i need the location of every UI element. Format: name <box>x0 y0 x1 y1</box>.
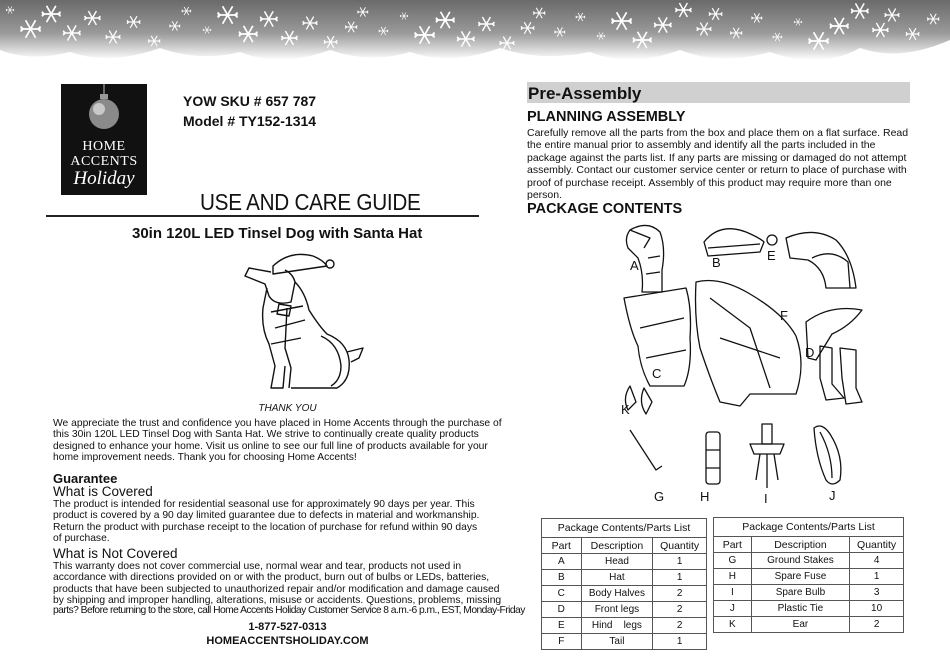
part-label-k: K <box>621 402 630 417</box>
cell-quantity: 2 <box>652 617 707 634</box>
col-header-description: Description <box>750 536 851 553</box>
cell-description: Ear <box>750 616 851 633</box>
title-divider <box>46 215 479 217</box>
cell-quantity: 3 <box>849 584 904 601</box>
cell-description: Head <box>580 553 654 570</box>
cell-description: Body Halves <box>580 585 654 602</box>
covered-heading: What is Covered <box>53 484 153 499</box>
product-title: 30in 120L LED Tinsel Dog with Santa Hat <box>132 225 423 242</box>
cell-part: K <box>713 616 752 633</box>
cell-description: Spare Fuse <box>750 568 851 585</box>
cell-quantity: 2 <box>652 585 707 602</box>
logo-line-1: HOME <box>82 139 126 154</box>
col-header-quantity: Quantity <box>652 537 707 554</box>
model-number: Model # TY152-1314 <box>183 113 317 129</box>
sku-number: YOW SKU # 657 787 <box>183 93 317 109</box>
table-caption: Package Contents/Parts List <box>541 518 707 538</box>
not-covered-heading: What is Not Covered <box>53 546 178 561</box>
thank-you-heading: THANK YOU <box>258 403 317 414</box>
parts-table-right: Package Contents/Parts List Part Descrip… <box>713 517 904 633</box>
table-caption: Package Contents/Parts List <box>713 517 904 537</box>
cell-description: Spare Bulb <box>750 584 851 601</box>
not-covered-paragraph: This warranty does not cover commercial … <box>53 561 502 607</box>
part-label-h: H <box>700 489 710 504</box>
cell-quantity: 1 <box>652 569 707 586</box>
part-label-f: F <box>780 308 788 323</box>
tinsel-dog-illustration <box>244 253 364 389</box>
cell-quantity: 1 <box>652 553 707 570</box>
part-label-g: G <box>654 489 665 504</box>
cell-quantity: 4 <box>849 552 904 569</box>
col-header-quantity: Quantity <box>849 536 904 553</box>
cell-description: Tail <box>580 633 654 650</box>
cell-part: B <box>541 569 582 586</box>
guide-title: USE AND CARE GUIDE <box>200 189 421 215</box>
cell-description: Ground Stakes <box>750 552 851 569</box>
cell-part: F <box>541 633 582 650</box>
package-contents-heading: PACKAGE CONTENTS <box>527 201 683 217</box>
cell-part: A <box>541 553 582 570</box>
part-label-e: E <box>767 248 776 263</box>
part-label-i: I <box>764 491 768 506</box>
guarantee-heading: Guarantee <box>53 471 118 486</box>
logo-line-3: Holiday <box>73 168 135 189</box>
part-label-c: C <box>652 366 662 381</box>
logo-line-2: ACCENTS <box>70 154 138 169</box>
sku-block: YOW SKU # 657 787 Model # TY152-1314 <box>183 91 316 131</box>
phone-number: 1-877-527-0313 <box>248 621 327 633</box>
col-header-description: Description <box>580 537 654 554</box>
cell-description: Hind legs <box>580 617 654 634</box>
website: HOMEACCENTSHOLIDAY.COM <box>206 635 369 647</box>
home-accents-holiday-logo: HOME ACCENTS Holiday <box>61 84 147 195</box>
snowflake-banner <box>0 0 950 61</box>
cell-quantity: 2 <box>652 601 707 618</box>
part-label-b: B <box>712 255 721 270</box>
parts-table-left: Package Contents/Parts List Part Descrip… <box>541 518 707 650</box>
cell-quantity: 1 <box>652 633 707 650</box>
planning-assembly-heading: PLANNING ASSEMBLY <box>527 109 686 125</box>
cell-part: H <box>713 568 752 585</box>
cell-quantity: 2 <box>849 616 904 633</box>
cell-part: G <box>713 552 752 569</box>
cell-part: J <box>713 600 752 617</box>
pre-assembly-heading: Pre-Assembly <box>527 82 910 103</box>
cell-part: I <box>713 584 752 601</box>
cell-description: Hat <box>580 569 654 586</box>
cell-part: C <box>541 585 582 602</box>
col-header-part: Part <box>713 536 752 553</box>
planning-paragraph: Carefully remove all the parts from the … <box>527 127 909 202</box>
part-label-a: A <box>630 258 639 273</box>
cell-description: Plastic Tie <box>750 600 851 617</box>
cell-part: E <box>541 617 582 634</box>
part-label-j: J <box>829 488 836 503</box>
col-header-part: Part <box>541 537 582 554</box>
cell-quantity: 10 <box>849 600 904 617</box>
cell-quantity: 1 <box>849 568 904 585</box>
cell-description: Front legs <box>580 601 654 618</box>
ornament-icon <box>89 84 119 129</box>
customer-service-line: parts? Before returning to the store, ca… <box>53 605 525 616</box>
intro-paragraph: We appreciate the trust and confidence y… <box>53 418 502 464</box>
parts-illustration <box>623 224 863 488</box>
cell-part: D <box>541 601 582 618</box>
part-label-d: D <box>805 345 815 360</box>
covered-paragraph: The product is intended for residential … <box>53 499 480 545</box>
